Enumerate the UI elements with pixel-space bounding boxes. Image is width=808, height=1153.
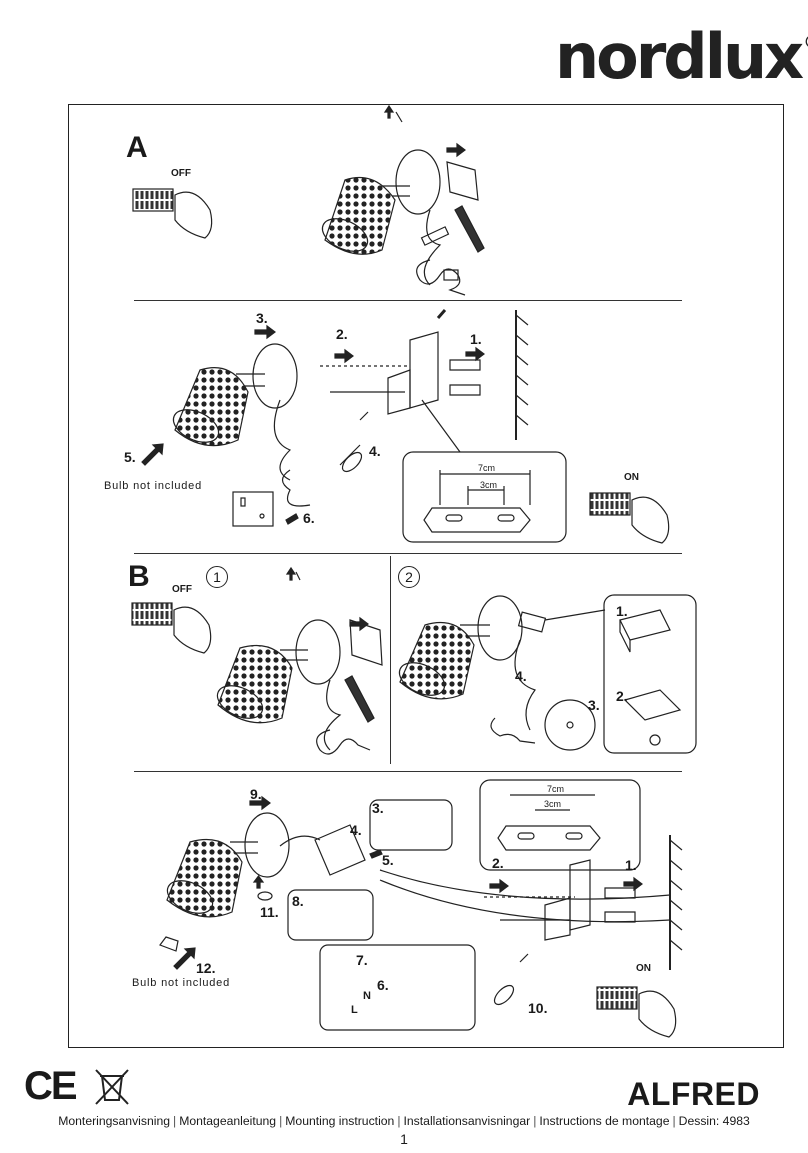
wire-n-label: N xyxy=(363,990,371,1002)
measure-inner-c: 3cm xyxy=(544,799,562,809)
divider-b-split xyxy=(390,556,391,764)
footer-item: Installationsanvisningar xyxy=(403,1114,531,1128)
step-b-4: 4. xyxy=(515,668,527,684)
switch-on-label-c: ON xyxy=(636,963,651,974)
switch-on-c xyxy=(596,986,677,1038)
sub-panel-1-label: 1 xyxy=(206,566,228,588)
brand-name: nordlux xyxy=(555,20,804,93)
step-c-1: 1. xyxy=(625,857,637,873)
step-a-5: 5. xyxy=(124,449,136,465)
lamp-a xyxy=(321,111,485,296)
footer-languages: Monteringsanvisning|Montageanleitung|Mou… xyxy=(58,1114,750,1128)
section-b-label: B xyxy=(128,560,150,593)
divider-a xyxy=(134,300,682,301)
page-number: 1 xyxy=(400,1131,408,1147)
sub-panel-2-label: 2 xyxy=(398,566,420,588)
switch-on-a xyxy=(589,492,670,544)
switch-on-label-a: ON xyxy=(624,472,639,483)
product-name: ALFRED xyxy=(627,1076,760,1112)
footer-item: Monteringsanvisning xyxy=(58,1114,171,1128)
registered-mark: ® xyxy=(803,32,808,53)
step-c-8: 8. xyxy=(292,893,304,909)
footer-item: Instructions de montage xyxy=(539,1114,670,1128)
measure-outer-a: 7cm xyxy=(478,463,496,473)
lamp-c xyxy=(159,779,683,1031)
step-a-1: 1. xyxy=(470,331,482,347)
step-c-4: 4. xyxy=(350,822,362,838)
bulb-note-c: Bulb not included xyxy=(132,977,230,989)
instruction-frame xyxy=(68,104,784,1048)
switch-off-label-b: OFF xyxy=(172,584,192,595)
lamp-b2 xyxy=(398,594,697,754)
ce-mark: CE xyxy=(24,1064,78,1108)
step-b-2: 2. xyxy=(616,688,628,704)
step-c-12: 12. xyxy=(196,960,216,976)
step-c-5: 5. xyxy=(382,852,394,868)
brand-logo: nordlux® xyxy=(555,26,808,88)
step-c-2: 2. xyxy=(492,855,504,871)
step-c-9: 9. xyxy=(250,786,262,802)
step-a-4: 4. xyxy=(369,443,381,459)
lamp-a2 xyxy=(172,309,567,543)
footer-item: Dessin: 4983 xyxy=(678,1114,750,1128)
arrows-c xyxy=(173,795,643,970)
switch-off-b xyxy=(131,602,212,654)
step-c-10: 10. xyxy=(528,1000,548,1016)
divider-c xyxy=(134,771,682,772)
step-a-3: 3. xyxy=(256,310,268,326)
lamp-b1 xyxy=(216,571,383,755)
wire-l-label: L xyxy=(351,1004,358,1016)
bulb-note-a: Bulb not included xyxy=(104,480,202,492)
step-a-2: 2. xyxy=(336,326,348,342)
measure-inner-a: 3cm xyxy=(480,480,498,490)
measure-outer-c: 7cm xyxy=(547,784,565,794)
arrows-a xyxy=(285,104,466,632)
step-c-11: 11. xyxy=(260,904,279,920)
footer-item: Montageanleitung xyxy=(179,1114,277,1128)
divider-b xyxy=(134,553,682,554)
step-a-6: 6. xyxy=(303,510,315,526)
switch-off-label-a: OFF xyxy=(171,168,191,179)
switch-off-a xyxy=(132,188,213,239)
step-c-3: 3. xyxy=(372,800,384,816)
step-c-6: 6. xyxy=(377,977,389,993)
weee-bin-icon xyxy=(95,1069,129,1105)
arrows-a2 xyxy=(141,324,485,525)
step-c-7: 7. xyxy=(356,952,368,968)
footer-item: Mounting instruction xyxy=(285,1114,395,1128)
section-a-label: A xyxy=(126,131,148,164)
step-b-1: 1. xyxy=(616,603,628,619)
step-b-3: 3. xyxy=(588,697,600,713)
